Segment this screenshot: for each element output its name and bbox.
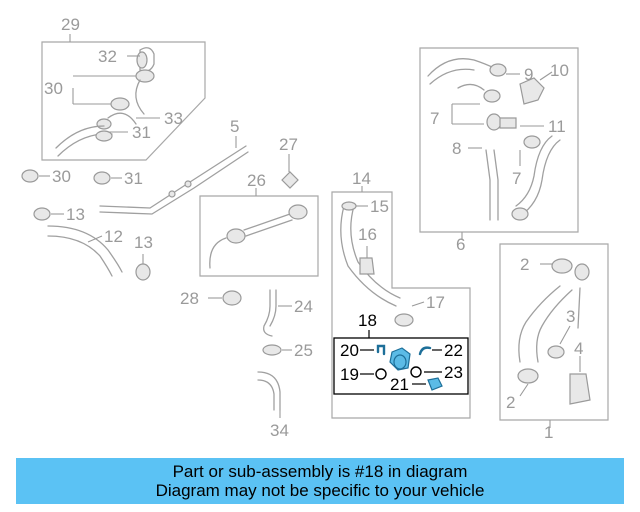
callout-29[interactable]: 29 bbox=[61, 15, 80, 34]
callout-4[interactable]: 4 bbox=[574, 339, 583, 358]
info-banner: Part or sub-assembly is #18 in diagram D… bbox=[16, 458, 624, 504]
callout-13-right[interactable]: 13 bbox=[134, 233, 153, 252]
callout-23[interactable]: 23 bbox=[444, 363, 463, 382]
part-27-fitting bbox=[281, 171, 299, 189]
part-13-cap bbox=[135, 263, 151, 281]
callout-32[interactable]: 32 bbox=[98, 47, 117, 66]
part-1-hoses bbox=[517, 258, 591, 405]
callout-27[interactable]: 27 bbox=[279, 135, 298, 154]
callout-14[interactable]: 14 bbox=[352, 169, 371, 188]
callout-12[interactable]: 12 bbox=[104, 227, 123, 246]
callout-3[interactable]: 3 bbox=[566, 307, 575, 326]
callout-25[interactable]: 25 bbox=[294, 341, 313, 360]
part-13-clamp bbox=[33, 207, 51, 221]
callout-33[interactable]: 33 bbox=[164, 109, 183, 128]
part-26-assembly bbox=[209, 204, 308, 269]
callout-7-top[interactable]: 7 bbox=[430, 109, 439, 128]
callout-17[interactable]: 17 bbox=[426, 293, 445, 312]
callout-2-bottom[interactable]: 2 bbox=[506, 393, 515, 412]
part-15-hose bbox=[340, 201, 401, 307]
banner-line-1: Part or sub-assembly is #18 in diagram bbox=[172, 462, 468, 481]
callout-28[interactable]: 28 bbox=[180, 289, 199, 308]
callout-16[interactable]: 16 bbox=[358, 225, 377, 244]
callout-2-top[interactable]: 2 bbox=[520, 255, 529, 274]
callout-15[interactable]: 15 bbox=[370, 197, 389, 216]
part-31-hose bbox=[55, 125, 113, 157]
part-17-clamp bbox=[394, 313, 414, 327]
part-30-clamp bbox=[21, 169, 39, 183]
part-31-clamp bbox=[93, 171, 111, 185]
part-5-pipe bbox=[99, 145, 249, 215]
part-24-tube bbox=[263, 289, 277, 337]
callout-26[interactable]: 26 bbox=[247, 171, 266, 190]
callout-30-bottom[interactable]: 30 bbox=[52, 167, 71, 186]
part-25-ring bbox=[262, 344, 282, 356]
callout-34[interactable]: 34 bbox=[270, 421, 289, 440]
callout-22[interactable]: 22 bbox=[444, 341, 463, 360]
part-34-pipe bbox=[257, 371, 281, 411]
callout-13-left[interactable]: 13 bbox=[66, 205, 85, 224]
callout-19[interactable]: 19 bbox=[340, 365, 359, 384]
callout-1[interactable]: 1 bbox=[544, 423, 553, 442]
callout-5[interactable]: 5 bbox=[230, 117, 239, 136]
callout-31-top[interactable]: 31 bbox=[132, 123, 151, 142]
part-16-bracket bbox=[359, 257, 375, 275]
callout-8[interactable]: 8 bbox=[452, 139, 461, 158]
callout-30-top[interactable]: 30 bbox=[44, 79, 63, 98]
callout-10[interactable]: 10 bbox=[550, 61, 569, 80]
parts-diagram: 29 32 30 33 31 30 31 5 bbox=[21, 15, 609, 442]
part-18-assembly bbox=[375, 344, 443, 391]
part-6-hoses bbox=[427, 58, 561, 221]
callout-6[interactable]: 6 bbox=[456, 235, 465, 254]
callout-18[interactable]: 18 bbox=[358, 311, 377, 330]
banner-line-2: Diagram may not be specific to your vehi… bbox=[155, 481, 485, 500]
callout-20[interactable]: 20 bbox=[340, 341, 359, 360]
callout-7-bottom[interactable]: 7 bbox=[512, 169, 521, 188]
callout-11[interactable]: 11 bbox=[548, 117, 566, 136]
callout-24[interactable]: 24 bbox=[294, 297, 313, 316]
callout-9[interactable]: 9 bbox=[524, 65, 533, 84]
callout-31-bottom[interactable]: 31 bbox=[124, 169, 143, 188]
callout-21[interactable]: 21 bbox=[390, 375, 409, 394]
part-12-hose bbox=[47, 225, 123, 277]
part-28-clip bbox=[222, 290, 242, 306]
panel-26 bbox=[199, 195, 319, 277]
